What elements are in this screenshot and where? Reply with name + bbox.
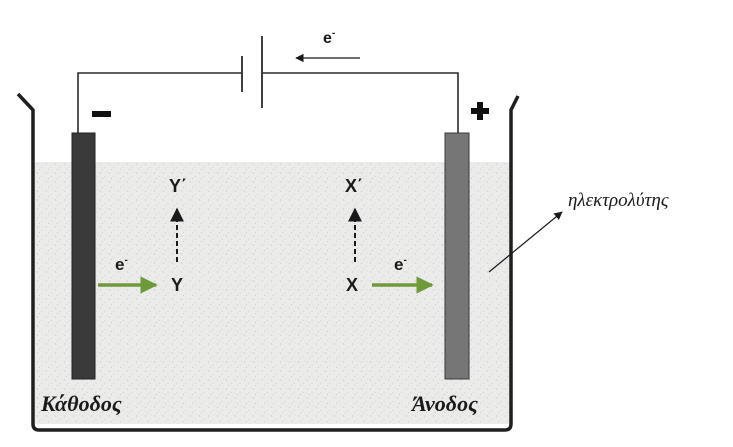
- circuit-electron-label: e-: [323, 28, 335, 47]
- cathode-electrode: [71, 132, 96, 380]
- cathode-product: Y΄: [169, 176, 187, 196]
- anode-species: X: [346, 275, 358, 295]
- beaker: [16, 92, 520, 432]
- positive-sign: [471, 102, 489, 120]
- anode-label: Άνοδος: [410, 391, 478, 416]
- electrolyte-label: ηλεκτρολύτης: [568, 190, 669, 211]
- electrolyte-solution: [33, 162, 511, 424]
- electrolyte-pointer: [488, 211, 563, 273]
- circuit-wire-right: [262, 72, 459, 133]
- cathode-species: Y: [171, 275, 183, 295]
- cathode-electron-label: e-: [115, 255, 128, 274]
- negative-sign: [92, 111, 111, 117]
- cathode-label: Κάθοδος: [40, 391, 122, 416]
- anode-product: X΄: [345, 176, 363, 196]
- circuit-wire: [77, 72, 242, 133]
- anode-electrode: [444, 132, 470, 380]
- anode-electron-label: e-: [394, 255, 407, 274]
